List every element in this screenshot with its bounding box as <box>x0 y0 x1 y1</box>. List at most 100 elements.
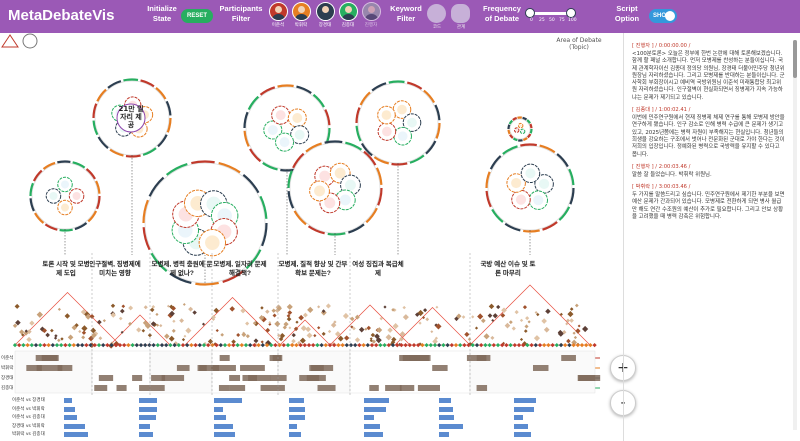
utterance-diamond <box>180 342 186 348</box>
utterance-diamond <box>336 343 341 348</box>
bubble-arc <box>155 87 167 100</box>
toggle-knob <box>665 11 675 21</box>
bubble-arc <box>123 78 139 82</box>
keyword-filter-circle-2[interactable] <box>451 4 470 23</box>
utterance-diamond <box>88 343 93 348</box>
matrix-cell <box>19 329 25 335</box>
utterance-diamond <box>542 343 547 348</box>
bubble-arc <box>142 199 149 224</box>
utterance-diamond <box>327 343 333 348</box>
topic-label-2[interactable]: 모병제, 병력 충원에 문제 없나? <box>151 261 213 277</box>
frequency-slider-min-knob[interactable] <box>525 8 535 18</box>
utterance-diamond <box>479 343 484 348</box>
matrix-cell <box>57 338 61 343</box>
utterance-diamond <box>67 343 72 348</box>
bubble-arc <box>345 141 363 151</box>
topic-label-0[interactable]: 토론 시작 및 모병제 도입 <box>42 261 90 277</box>
matrix-cell <box>334 331 341 337</box>
topic-bubble-0[interactable] <box>29 160 101 232</box>
utterance-diamond <box>416 343 421 348</box>
participant-3[interactable]: 김종대 <box>338 2 358 28</box>
participant-4[interactable]: 진행자 <box>361 2 381 28</box>
matrix-cell <box>188 306 194 312</box>
speech-block <box>242 375 258 381</box>
speech-block <box>417 385 440 391</box>
script-segment-header[interactable]: [ 진행자 ] / 2:00:03.46 / <box>632 163 691 170</box>
utterance-diamond <box>462 342 467 348</box>
keyword-dot <box>515 194 527 205</box>
matrix-cell <box>300 325 307 332</box>
debate-canvas[interactable] <box>0 33 617 441</box>
topic-label-6[interactable]: 국방 예산 이슈 및 토론 마무리 <box>480 261 536 277</box>
frequency-label: Frequency of Debate <box>483 4 521 23</box>
bubble-arc <box>327 232 346 236</box>
topic-label-4[interactable]: 모병제, 질적 향상 및 간부확보 문제는? <box>278 261 348 277</box>
bubble-outer <box>487 145 573 231</box>
matrix-cell <box>81 330 87 335</box>
utterance-diamond <box>588 343 593 348</box>
matrix-cell <box>461 315 466 319</box>
keyword-dot <box>61 180 69 189</box>
avatar <box>338 2 358 21</box>
participant-1[interactable]: 박휘락 <box>291 2 311 28</box>
stat-bar <box>439 398 451 403</box>
matrix-cell <box>265 327 271 333</box>
matrix-cell <box>379 316 384 321</box>
bubble-arc <box>34 212 45 224</box>
matrix-cell <box>36 311 43 318</box>
bubble-arc <box>522 116 528 121</box>
frequency-slider-track[interactable] <box>528 12 570 15</box>
topic-bubble-5[interactable] <box>355 80 441 166</box>
tick-0: 0 <box>530 18 533 23</box>
matrix-cell <box>156 323 160 327</box>
matrix-cell <box>258 314 265 321</box>
matrix-cell <box>364 327 368 331</box>
script-segment-header[interactable]: [ 김종대 ] / 1:00:02.41 / <box>632 107 691 114</box>
bubble-arc <box>249 148 262 163</box>
stat-bar <box>514 415 523 420</box>
bubble-arc <box>97 136 109 149</box>
reset-button[interactable]: RESET <box>181 9 213 23</box>
bubble-arc <box>157 134 168 148</box>
participant-0[interactable]: 이준석 <box>268 2 288 28</box>
topic-bubble-7[interactable] <box>507 116 533 142</box>
topic-bubble-4[interactable] <box>287 140 383 236</box>
speech-block <box>561 355 576 361</box>
script-segment-header[interactable]: [ 박휘락 ] / 3:00:03.46 / <box>632 184 691 191</box>
topic-bubble-2[interactable] <box>142 160 268 286</box>
topic-label-5[interactable]: 여성 징집과 복급체제 <box>352 261 404 277</box>
script-scrollbar-thumb[interactable] <box>793 40 797 78</box>
utterance-diamond <box>378 343 383 348</box>
frequency-slider-max-knob[interactable] <box>566 8 576 18</box>
matrix-cell <box>330 322 337 328</box>
matrix-cell <box>541 318 547 324</box>
utterance-diamond <box>357 343 362 348</box>
script-segment-header[interactable]: [ 진행자 ] / 0:00:00.00 / <box>632 43 691 49</box>
stat-bar <box>214 423 233 429</box>
matrix-cell <box>342 312 349 319</box>
show-toggle[interactable]: SHOW <box>649 9 677 23</box>
bubble-arc <box>406 81 423 90</box>
keyword-filter-circle-1[interactable] <box>427 4 446 23</box>
script-scrollbar[interactable] <box>793 40 797 430</box>
speech-block <box>476 385 488 391</box>
legend-triangle-icon <box>1 34 19 48</box>
matrix-cell <box>402 314 409 321</box>
bubble-outer <box>289 142 381 234</box>
matrix-cell <box>179 318 185 323</box>
topic-label-1[interactable]: 인구절벽, 징병제에 미치는 영향 <box>89 261 141 277</box>
utterance-diamond <box>399 343 404 348</box>
topic-bubble-6[interactable] <box>485 143 575 233</box>
utterance-diamond <box>80 343 85 348</box>
speech-block <box>219 355 230 361</box>
bubble-arc <box>377 187 383 206</box>
matrix-cell <box>50 328 54 333</box>
utterance-diamond <box>525 343 530 348</box>
matrix-cell <box>220 332 225 337</box>
participant-2[interactable]: 장경태 <box>315 2 335 28</box>
matrix-cell <box>333 320 337 324</box>
stat-bar <box>64 432 88 437</box>
topic-label-3[interactable]: 모병제, 일자리 문제 해결책? <box>213 261 267 277</box>
utterance-diamond <box>315 343 320 348</box>
utterance-diamond <box>348 343 354 348</box>
